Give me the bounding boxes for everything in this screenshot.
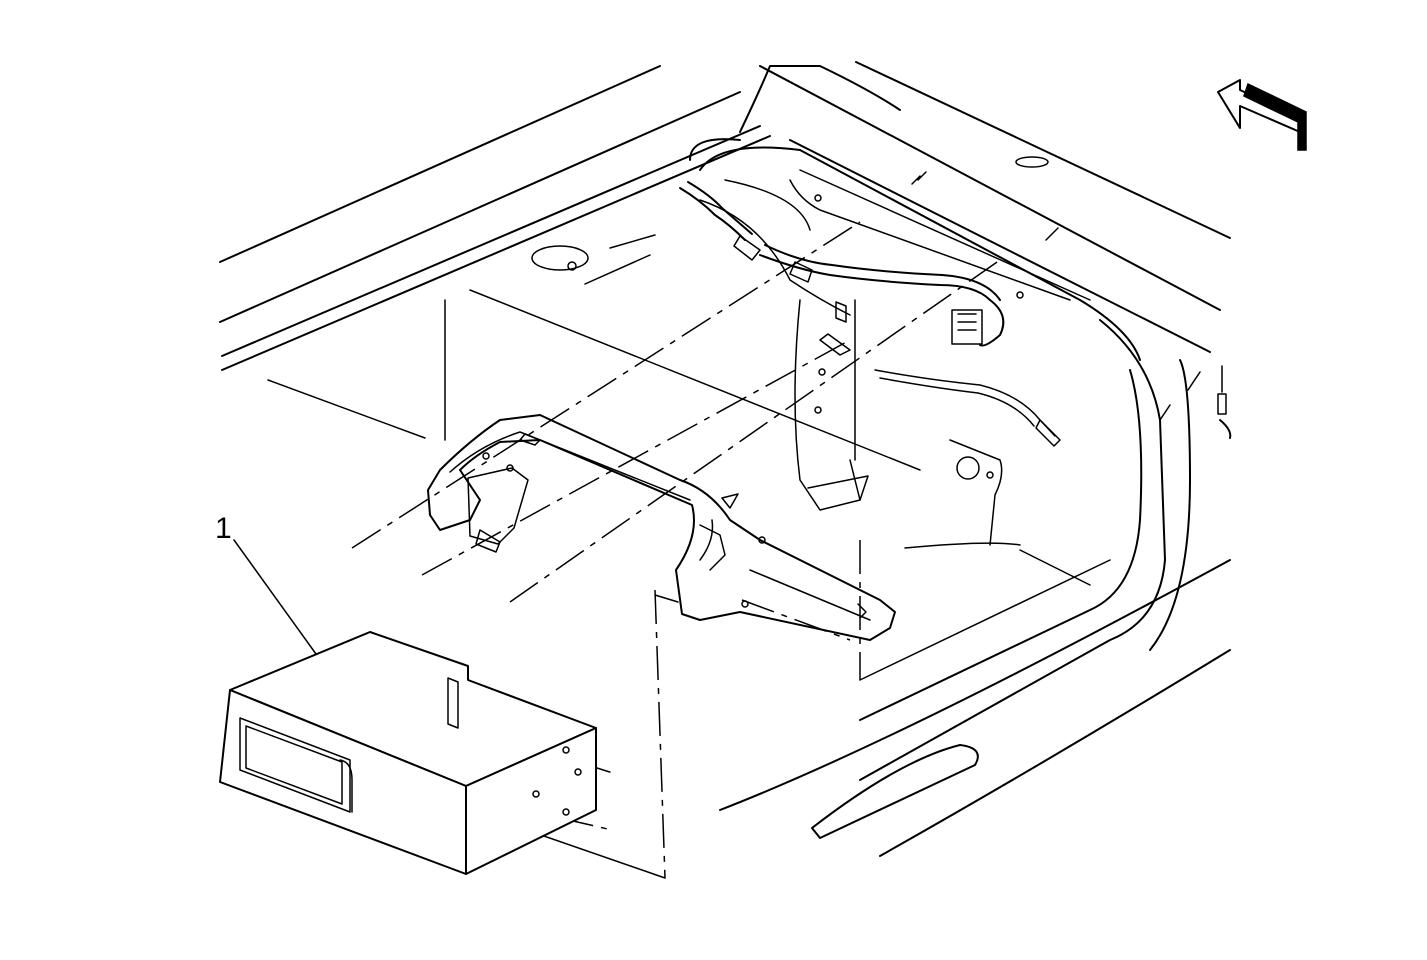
forward-arrow-icon bbox=[1217, 79, 1307, 151]
installation-guide-lines bbox=[351, 221, 1001, 879]
callout-1-label: 1 bbox=[215, 512, 232, 545]
vehicle-body bbox=[219, 61, 1232, 857]
mounting-bracket bbox=[427, 414, 896, 641]
radio-receiver-module bbox=[219, 631, 597, 875]
trunk-inner-structure bbox=[679, 169, 1091, 546]
callout-1: 1 bbox=[215, 512, 317, 655]
